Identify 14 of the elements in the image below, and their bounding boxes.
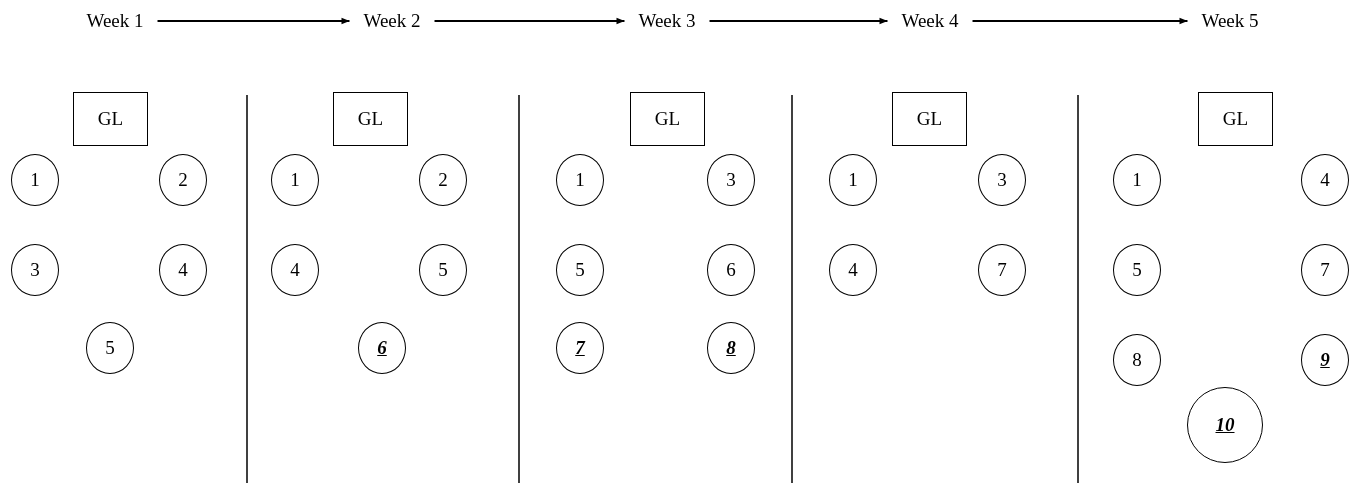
arrow	[433, 17, 626, 25]
leader-box: GL	[1198, 92, 1273, 146]
week-label: Week 1	[72, 10, 158, 32]
leader-box: GL	[630, 92, 705, 146]
leader-box: GL	[333, 92, 408, 146]
week-label: Week 2	[349, 10, 435, 32]
arrow	[156, 17, 351, 25]
week-label: Week 5	[1187, 10, 1273, 32]
arrow	[708, 17, 889, 25]
leader-box: GL	[73, 92, 148, 146]
week-label: Week 3	[624, 10, 710, 32]
week-label: Week 4	[887, 10, 973, 32]
leader-box: GL	[892, 92, 967, 146]
arrow	[971, 17, 1189, 25]
